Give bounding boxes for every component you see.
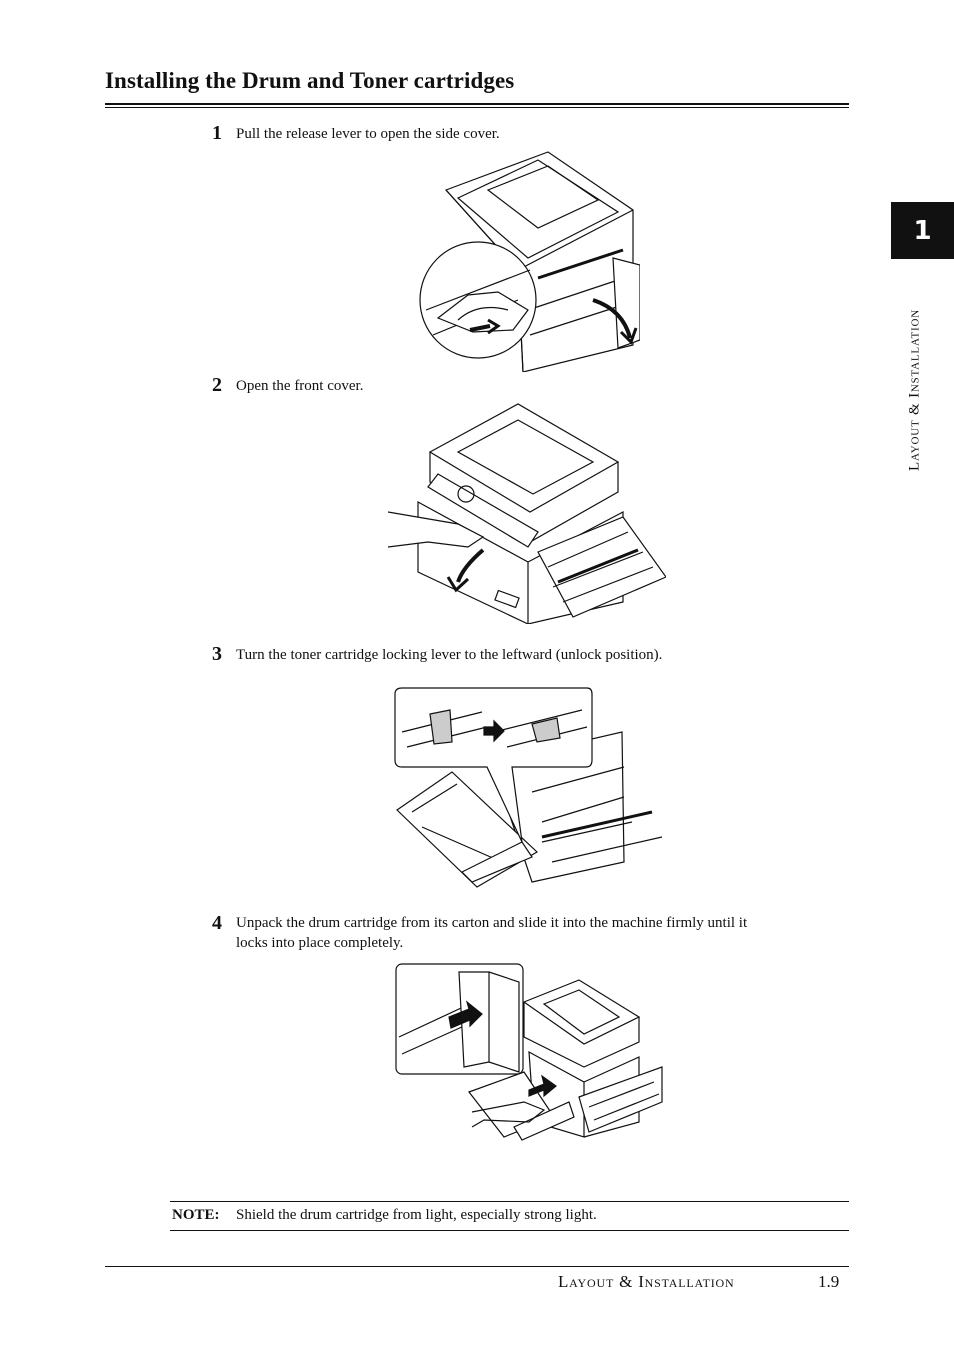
figure-install-drum	[394, 962, 666, 1144]
step-text-3: Turn the toner cartridge locking lever t…	[236, 647, 663, 663]
title-divider	[105, 103, 849, 105]
note-divider-bottom	[170, 1230, 849, 1231]
step-number-3: 3	[212, 643, 222, 665]
side-chapter-title-text: Layout & Installation	[906, 309, 923, 471]
figure-toner-lever	[392, 672, 670, 894]
step-text-4-line2: locks into place completely.	[236, 935, 404, 951]
footer-section-title: Layout & Installation	[558, 1272, 735, 1291]
step-number-2: 2	[212, 374, 222, 396]
page-number: 1.9	[818, 1272, 840, 1291]
note-divider-top	[170, 1201, 849, 1202]
footer-divider	[105, 1266, 849, 1267]
figure-open-front-cover	[388, 402, 666, 624]
step-text-1: Pull the release lever to open the side …	[236, 126, 500, 142]
step-number-4: 4	[212, 912, 222, 934]
figure-open-side-cover	[418, 150, 640, 372]
step-text-2: Open the front cover.	[236, 378, 364, 394]
chapter-tab: 1	[891, 202, 954, 259]
title-divider-thin	[105, 107, 849, 108]
note-label: NOTE:	[172, 1207, 220, 1223]
step-text-4-line1: Unpack the drum cartridge from its carto…	[236, 915, 748, 931]
step-number-1: 1	[212, 122, 222, 144]
page-title: Installing the Drum and Toner cartridges	[105, 68, 515, 93]
note-text: Shield the drum cartridge from light, es…	[236, 1207, 597, 1223]
